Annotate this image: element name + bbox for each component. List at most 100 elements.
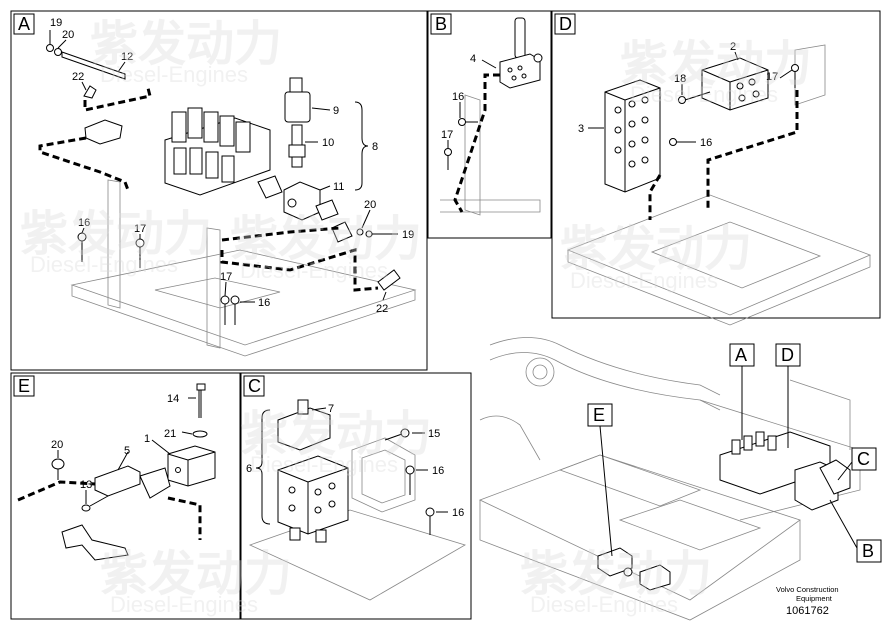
valve-5 xyxy=(94,465,171,499)
watermark-sub-7: Diesel-Engines xyxy=(530,592,678,617)
harness-b xyxy=(453,73,500,213)
screw-17-mid xyxy=(220,295,230,325)
bolt-14 xyxy=(196,383,206,418)
harness-e2 xyxy=(167,496,202,540)
panel-b-bracket xyxy=(464,94,481,216)
callout-a-10: 10 xyxy=(322,137,334,149)
screw-c-16-lower xyxy=(425,507,435,535)
screw-d-17 xyxy=(791,64,799,88)
panel-e: E 14 1 21 20 5 13 xyxy=(10,372,241,620)
panel-c-frame xyxy=(240,372,472,620)
panel-e-frame xyxy=(10,372,241,620)
callout-b-16: 16 xyxy=(452,91,464,103)
svg-text:D: D xyxy=(781,345,794,365)
callout-d-16: 16 xyxy=(700,137,712,149)
svg-text:A: A xyxy=(735,345,747,365)
watermark-brand-2: 紫发动力 xyxy=(230,213,422,266)
panel-c: C 7 6 15 16 16 xyxy=(240,372,472,620)
callout-a-17-mid: 17 xyxy=(220,271,232,283)
callout-a-11: 11 xyxy=(333,181,344,193)
overview-flag-d[interactable]: D xyxy=(775,343,801,448)
panel-d-tag-box xyxy=(554,13,576,35)
footer-company-2: Equipment xyxy=(796,594,833,603)
washer-21 xyxy=(192,430,208,438)
panel-b: B 4 16 17 xyxy=(427,10,552,239)
washer-top xyxy=(54,48,62,56)
valve-gasket xyxy=(315,199,339,221)
callout-c-16-lower: 16 xyxy=(452,507,464,519)
callout-a-20: 20 xyxy=(62,29,74,41)
screw-16-left xyxy=(77,232,87,262)
callout-d-17: 17 xyxy=(766,71,778,83)
callout-a-9: 9 xyxy=(333,105,339,117)
callout-e-21: 21 xyxy=(164,428,176,440)
nut-top xyxy=(46,44,54,52)
harness-a4 xyxy=(220,247,379,292)
watermark-sub-4: Diesel-Engines xyxy=(30,252,178,277)
panel-c-label: C xyxy=(248,376,261,396)
panel-c-gasket xyxy=(351,437,416,513)
screw-22-bottom xyxy=(377,269,401,291)
watermark-brand-4: 紫发动力 xyxy=(20,208,212,261)
valve-block-3 xyxy=(604,79,661,193)
callout-c-16-upper: 16 xyxy=(432,465,444,477)
brace-6 xyxy=(255,409,271,525)
callout-c-15: 15 xyxy=(428,428,440,440)
solenoid-valve-7 xyxy=(277,399,331,451)
overview-flag-c[interactable]: C xyxy=(837,447,877,481)
overview-flag-e[interactable]: E xyxy=(587,403,613,557)
footer-company: Volvo Construction xyxy=(776,585,839,594)
callout-d-18: 18 xyxy=(674,73,686,85)
screw-d-18 xyxy=(678,91,711,104)
overview-flag-b[interactable]: B xyxy=(829,499,882,563)
harness-e1 xyxy=(17,480,96,502)
callout-a-16-left: 16 xyxy=(78,217,90,229)
bracket xyxy=(84,119,123,145)
panel-a: A xyxy=(10,10,428,371)
panel-c-tag-box xyxy=(243,375,265,397)
rod xyxy=(61,51,126,80)
callout-d-2: 2 xyxy=(730,41,736,53)
harness-d2 xyxy=(648,174,662,220)
callout-e-13: 13 xyxy=(80,479,92,491)
overview-flag-a[interactable]: A xyxy=(729,343,755,440)
overview-valve-bank xyxy=(719,431,851,511)
panel-b-frame xyxy=(427,10,552,239)
solenoid-coil xyxy=(284,77,311,123)
panel-d-base-plate xyxy=(566,194,872,326)
footer-doc-number: 1061762 xyxy=(786,605,829,617)
solenoid-stem xyxy=(288,124,306,168)
panel-a-frame xyxy=(10,10,428,371)
screw-22-top xyxy=(83,85,97,99)
screw-17-left xyxy=(135,238,145,268)
nut-right xyxy=(365,230,373,238)
panel-a-tag-box xyxy=(13,13,35,35)
watermark-brand-6: 紫发动力 xyxy=(100,548,292,601)
callout-e-14: 14 xyxy=(167,393,179,405)
panel-d-frame xyxy=(551,10,881,319)
svg-text:E: E xyxy=(593,405,605,425)
harness-d1 xyxy=(706,90,799,210)
washer-right xyxy=(356,228,364,236)
screw-16-mid xyxy=(230,295,240,325)
watermark-sub-6: Diesel-Engines xyxy=(110,592,258,617)
screw-c-16-upper xyxy=(405,465,415,495)
harness-a3 xyxy=(221,226,341,242)
callout-a-19: 19 xyxy=(50,17,62,29)
screw-c-15 xyxy=(384,428,410,441)
callout-a-19-right: 19 xyxy=(402,229,414,241)
svg-text:C: C xyxy=(857,449,870,469)
clamp xyxy=(331,221,353,243)
overview-solenoids xyxy=(597,547,671,591)
panel-b-label: B xyxy=(435,14,447,34)
harness-a2 xyxy=(38,136,130,191)
pilot-switch xyxy=(499,17,543,89)
valve-body xyxy=(283,181,321,221)
boom xyxy=(489,337,721,396)
panel-e-bracket xyxy=(61,524,129,561)
panel-a-frame-plate xyxy=(70,179,417,357)
screw-b-16 xyxy=(458,118,478,126)
gasket xyxy=(257,175,283,199)
valve-block-1 xyxy=(167,445,216,487)
callout-e-5: 5 xyxy=(124,445,130,457)
